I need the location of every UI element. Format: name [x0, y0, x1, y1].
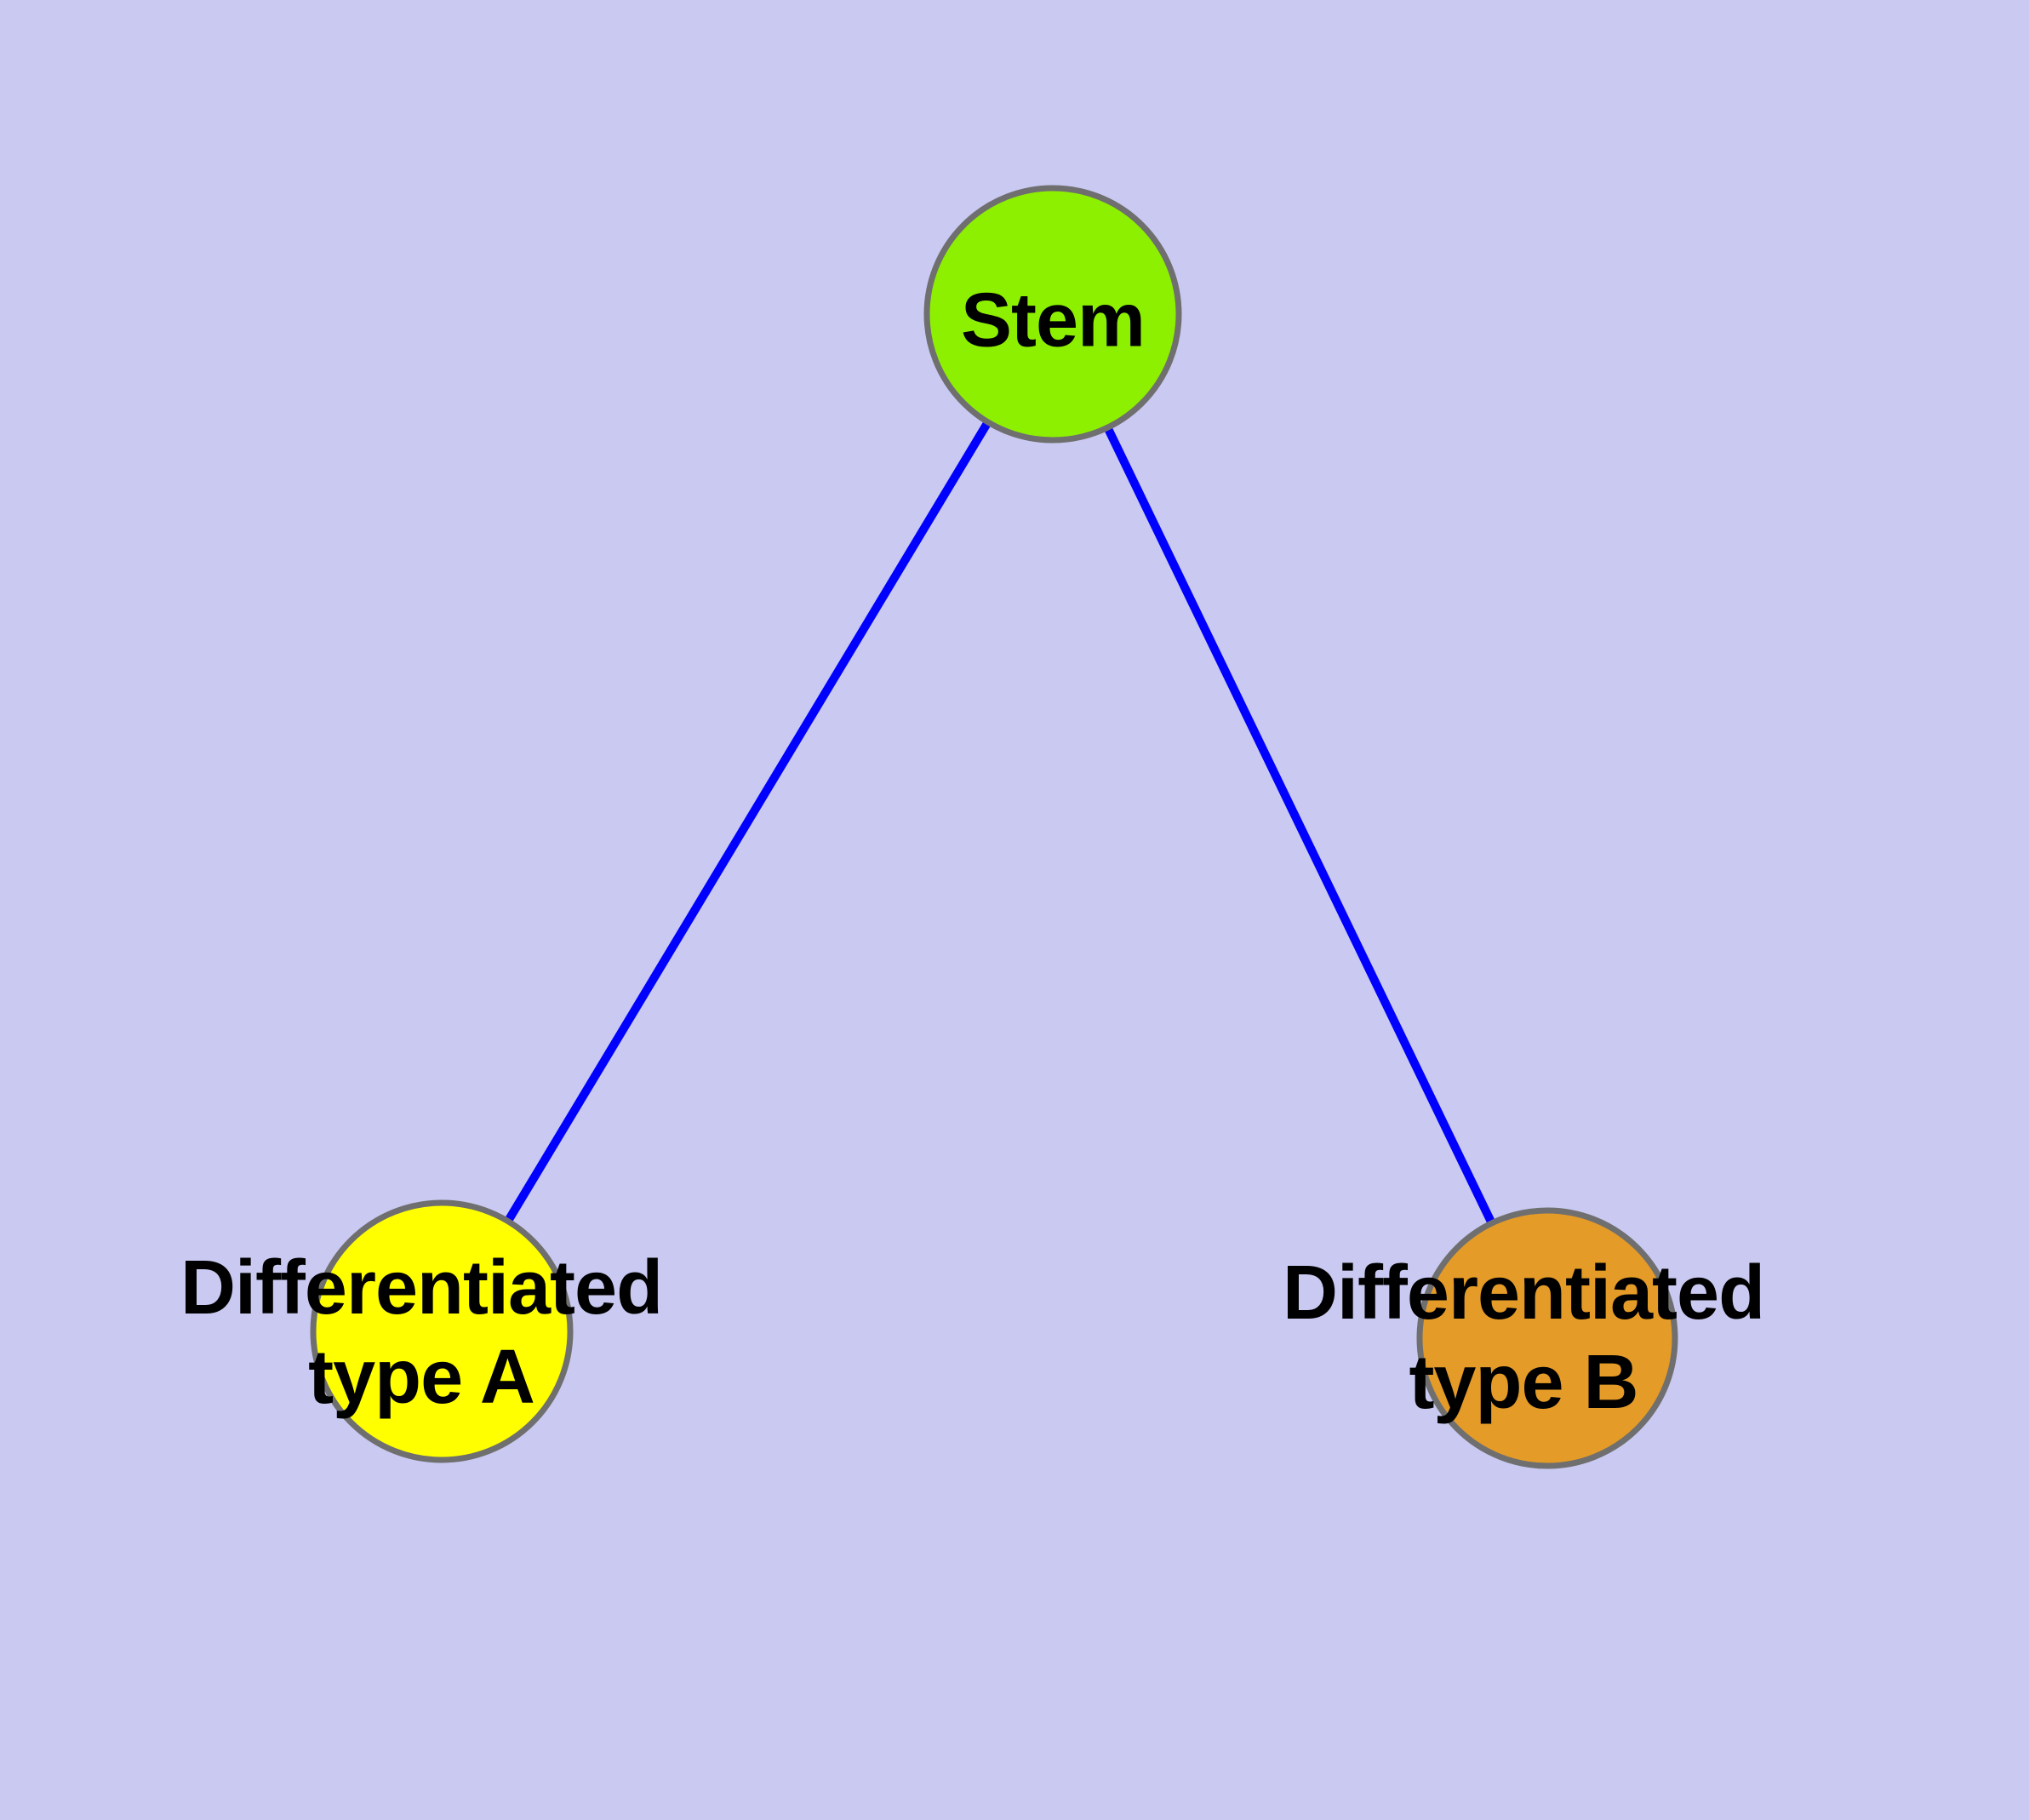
node-type-b-label: Differentiated type B [1282, 1249, 1765, 1428]
node-type-a-label: Differentiated type A [180, 1244, 663, 1422]
node-type-b-label-line1: Differentiated [1282, 1251, 1765, 1336]
node-stem [923, 185, 1182, 444]
node-type-a-label-line1: Differentiated [180, 1245, 663, 1331]
node-stem-label-text: Stem [960, 278, 1146, 363]
node-type-a-label-line2: type A [308, 1335, 535, 1420]
edge-stem-to-type-b [1049, 312, 1552, 1341]
node-type-b-label-line2: type B [1409, 1340, 1638, 1425]
edge-stem-to-type-a [437, 312, 1057, 1334]
node-stem-label: Stem [960, 277, 1146, 366]
node-type-a [310, 1199, 574, 1463]
node-type-b [1416, 1207, 1678, 1469]
